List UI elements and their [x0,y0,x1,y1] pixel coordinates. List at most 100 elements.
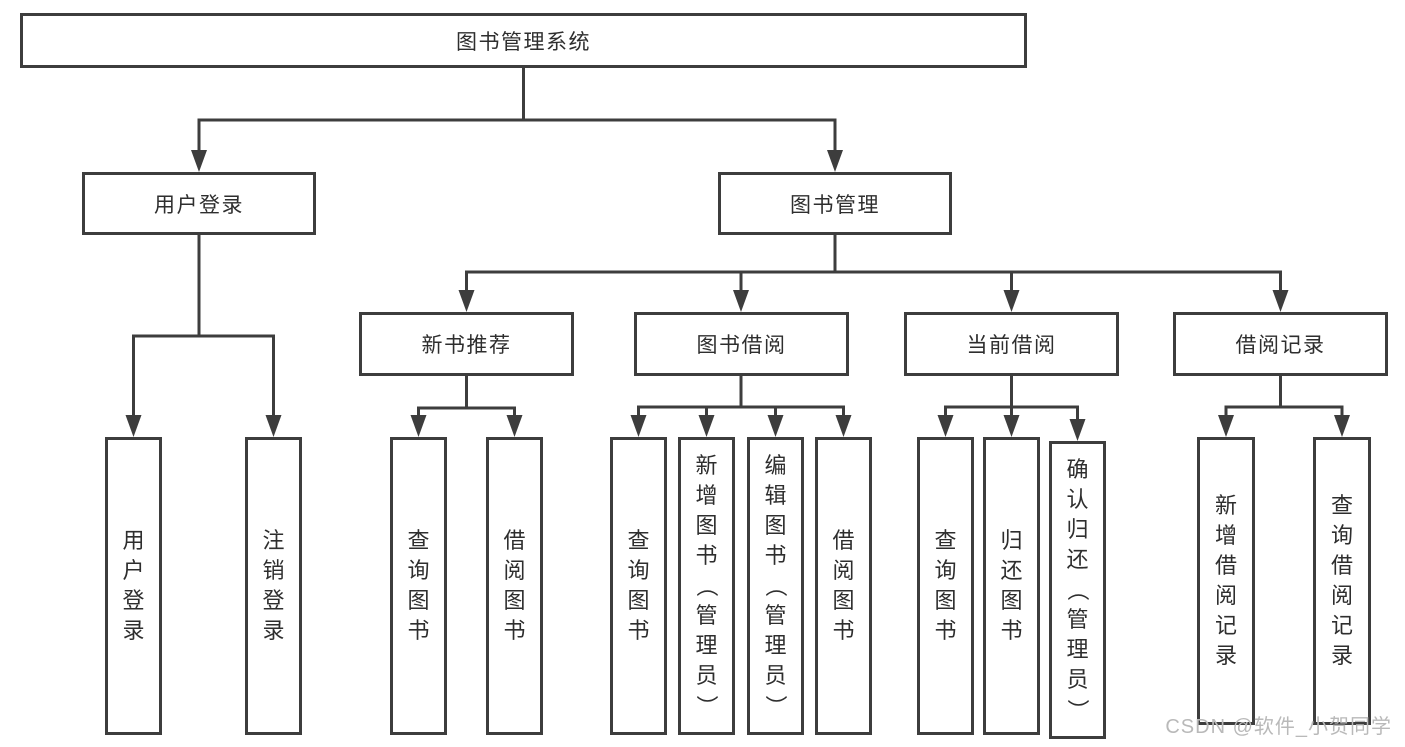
vertical-char: 认 [1066,487,1089,512]
vertical-char: 书 [1000,618,1023,643]
vertical-char: ） [1065,698,1091,722]
node-label: 编辑图书（管理员） [763,453,789,718]
vertical-char: （ [694,574,720,598]
vertical-char: 理 [1066,637,1089,662]
vertical-char: （ [763,574,789,598]
node-add-borrow-record: 新增借阅记录 [1197,437,1255,725]
node-label: 图书管理 [790,193,880,217]
node-label: 新书推荐 [421,334,512,357]
vertical-char: 管 [695,603,718,628]
vertical-char: 书 [407,618,430,643]
vertical-char: 书 [832,618,855,643]
vertical-char: 登 [262,588,285,613]
node-borrowing-records: 借阅记录 [1173,312,1388,376]
node-label: 借阅记录 [1235,334,1326,357]
node-confirm-return-admin: 确认归还（管理员） [1049,441,1106,739]
vertical-char: 查 [627,528,650,553]
node-new-book-recommendation: 新书推荐 [359,312,574,376]
vertical-char: 书 [627,618,650,643]
vertical-char: 查 [1330,493,1353,518]
node-library-management-system: 图书管理系统 [20,13,1027,68]
vertical-char: 增 [1214,523,1237,548]
node-book-borrowing: 图书借阅 [634,312,849,376]
node-edit-books-admin: 编辑图书（管理员） [747,437,804,735]
node-logout: 注销登录 [245,437,302,735]
node-current-borrowing: 当前借阅 [904,312,1119,376]
vertical-char: 查 [934,528,957,553]
node-label: 注销登录 [262,530,284,642]
node-current-query-books: 查询图书 [917,437,974,735]
vertical-char: 图 [832,588,855,613]
vertical-char: 新 [695,453,718,478]
node-label: 查询借阅记录 [1331,495,1353,667]
node-return-books: 归还图书 [983,437,1040,735]
vertical-char: 阅 [1214,583,1237,608]
vertical-char: 管 [764,603,787,628]
vertical-char: 图 [1000,588,1023,613]
vertical-char: 归 [1066,517,1089,542]
node-label: 图书管理系统 [456,30,591,54]
node-label: 用户登录 [122,530,144,642]
connector-path [132,66,1344,423]
vertical-char: 询 [627,558,650,583]
vertical-char: 新 [1214,493,1237,518]
vertical-char: ） [694,694,720,718]
vertical-char: 图 [934,588,957,613]
vertical-char: 用 [122,528,145,553]
vertical-char: 归 [1000,528,1023,553]
vertical-char: 书 [695,543,718,568]
vertical-char: 查 [407,528,430,553]
vertical-char: 借 [832,528,855,553]
vertical-char: 图 [695,513,718,538]
vertical-char: 借 [1214,553,1237,578]
node-book-management-branch: 图书管理 [718,172,952,235]
vertical-char: 录 [1214,643,1237,668]
node-recommend-query-books: 查询图书 [390,437,447,735]
vertical-char: 录 [1330,643,1353,668]
vertical-char: 询 [407,558,430,583]
vertical-char: 录 [122,618,145,643]
vertical-char: 注 [262,528,285,553]
vertical-char: 管 [1066,607,1089,632]
node-label: 借阅图书 [503,530,525,642]
vertical-char: 编 [764,453,787,478]
node-label: 当前借阅 [966,334,1057,357]
vertical-char: 阅 [503,558,526,583]
vertical-char: 图 [764,513,787,538]
node-recommend-borrow-books: 借阅图书 [486,437,543,735]
vertical-char: 还 [1000,558,1023,583]
vertical-char: 员 [764,663,787,688]
vertical-char: 户 [122,558,145,583]
vertical-char: 增 [695,483,718,508]
vertical-char: 书 [764,543,787,568]
arrowheads [125,150,1350,441]
vertical-char: 询 [934,558,957,583]
vertical-char: 销 [262,558,285,583]
node-label: 新增借阅记录 [1215,495,1237,667]
node-label: 查询图书 [627,530,649,642]
vertical-char: 理 [695,633,718,658]
node-user-login-branch: 用户登录 [82,172,316,235]
node-borrowing-query-books: 查询图书 [610,437,667,735]
node-label: 查询图书 [407,530,429,642]
vertical-char: 理 [764,633,787,658]
vertical-char: 阅 [1330,583,1353,608]
vertical-char: 登 [122,588,145,613]
vertical-char: 图 [627,588,650,613]
node-label: 借阅图书 [832,530,854,642]
watermark: CSDN @软件_小贺同学 [1165,716,1392,738]
vertical-char: 询 [1330,523,1353,548]
node-label: 确认归还（管理员） [1065,459,1091,722]
vertical-char: 员 [1066,667,1089,692]
node-label: 查询图书 [934,530,956,642]
node-add-books-admin: 新增图书 （ 管理员 ） [678,437,735,735]
vertical-char: 阅 [832,558,855,583]
node-label: 图书借阅 [696,334,787,357]
node-label: 归还图书 [1000,530,1022,642]
vertical-char: 辑 [764,483,787,508]
vertical-char: 员 [695,663,718,688]
vertical-char: 借 [503,528,526,553]
vertical-char: 图 [503,588,526,613]
